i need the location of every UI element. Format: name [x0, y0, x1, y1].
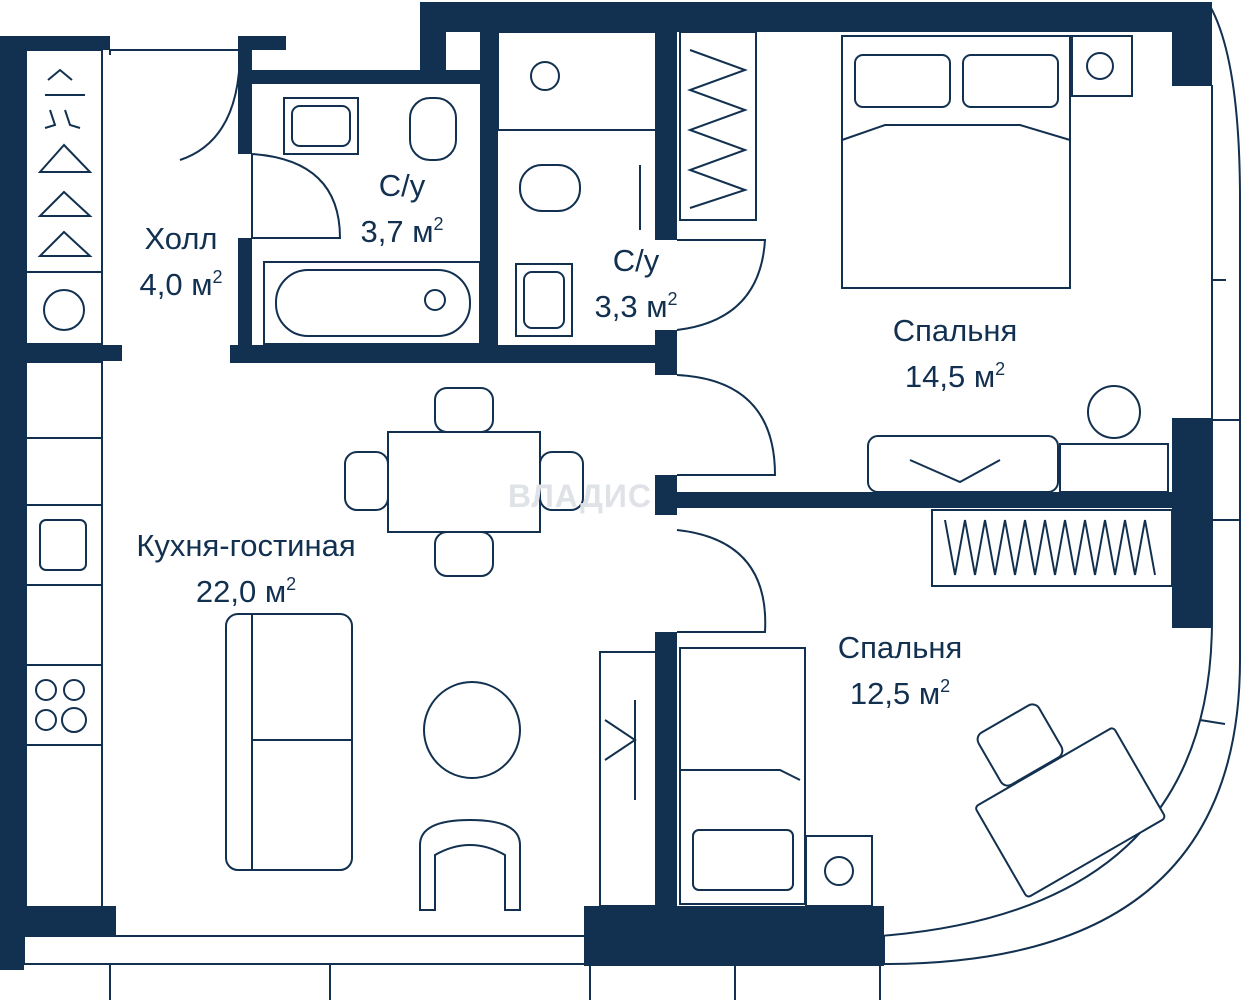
- hall-wardrobe: [25, 49, 103, 345]
- bedroom-1-furniture: [679, 31, 1169, 493]
- kitchen-living-furniture: [25, 361, 584, 911]
- room-label-bedroom-2: Спальня 12,5 м2: [795, 625, 1005, 717]
- room-area: 4,0 м2: [139, 267, 223, 302]
- room-label-hall: Холл 4,0 м2: [96, 216, 266, 308]
- room-label-bedroom-1: Спальня 14,5 м2: [850, 308, 1060, 400]
- room-area: 14,5 м2: [904, 359, 1006, 394]
- room-label-bathroom-2: С/у 3,3 м2: [566, 238, 706, 330]
- room-area: 3,7 м2: [360, 214, 444, 249]
- room-name: Спальня: [837, 630, 963, 665]
- room-label-bathroom-1: С/у 3,7 м2: [332, 163, 472, 255]
- room-name: Кухня-гостиная: [136, 528, 356, 563]
- window-frames: [23, 5, 1241, 1000]
- room-area: 3,3 м2: [594, 289, 678, 324]
- room-name: С/у: [612, 243, 660, 278]
- doors: [109, 49, 777, 633]
- watermark: ВЛАДИС: [508, 478, 652, 514]
- room-name: Спальня: [892, 313, 1018, 348]
- room-area: 12,5 м2: [849, 676, 951, 711]
- room-name: Холл: [144, 221, 218, 256]
- bedroom-2-furniture: [599, 509, 1173, 907]
- bathroom-2-fixtures: [497, 31, 657, 337]
- room-name: С/у: [378, 168, 426, 203]
- bathroom-1-fixtures: [263, 97, 481, 345]
- room-area: 22,0 м2: [195, 574, 297, 609]
- room-label-kitchen-living: Кухня-гостиная 22,0 м2: [96, 523, 396, 615]
- walls: [0, 2, 1212, 970]
